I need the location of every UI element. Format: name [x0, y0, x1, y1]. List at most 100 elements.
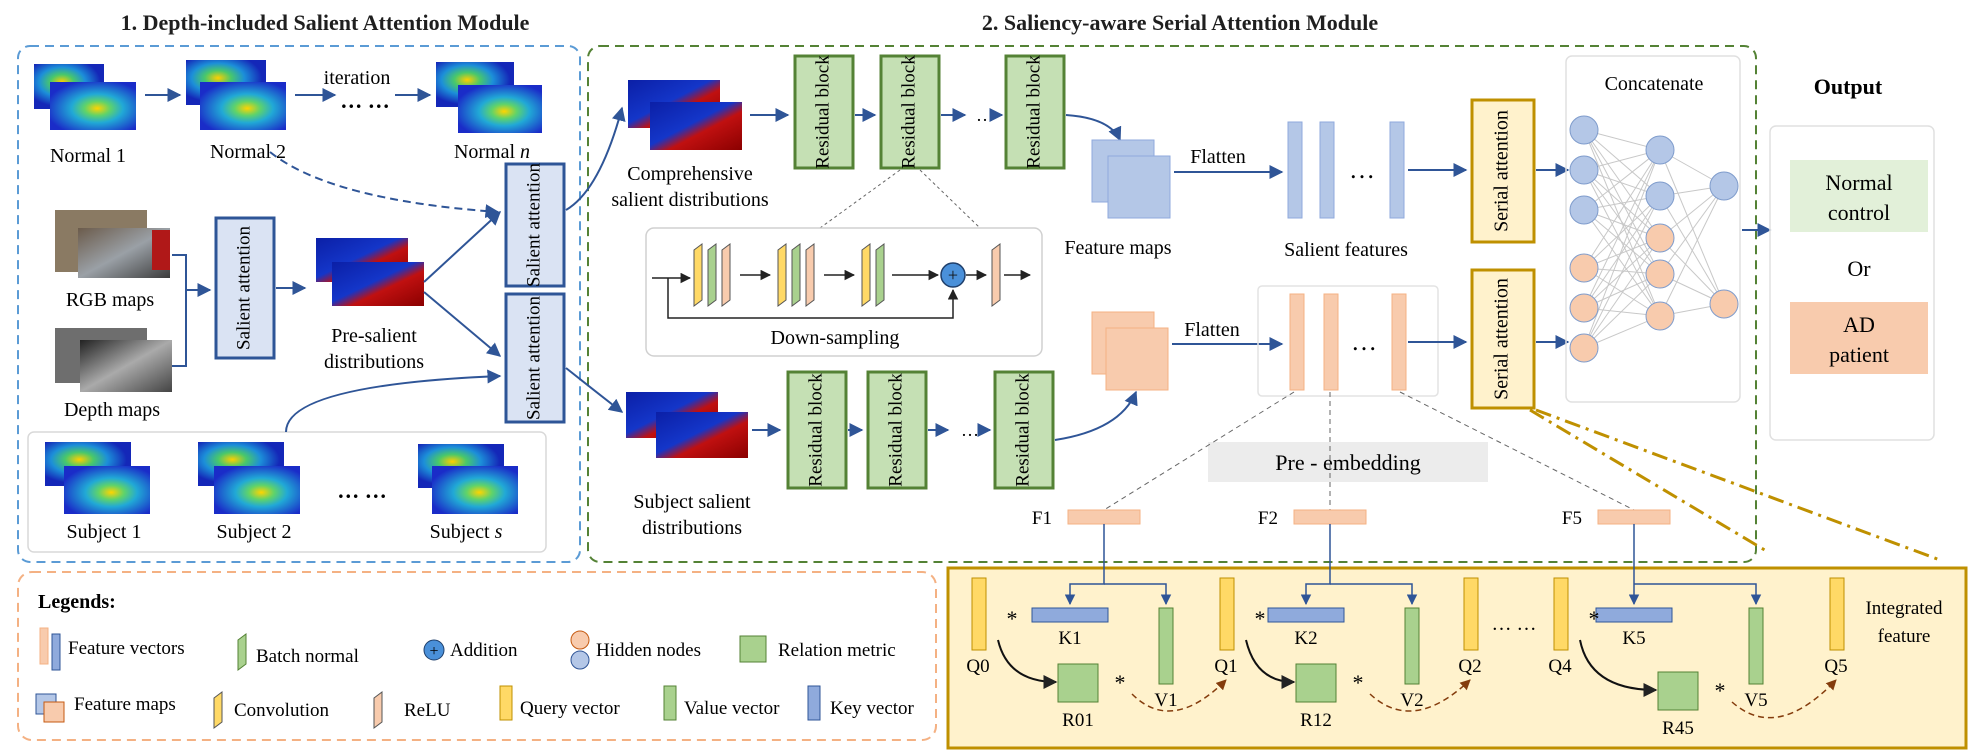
multiply-symbol: * [1353, 670, 1364, 695]
subjects-dots: … … [337, 478, 387, 503]
legend-batch-normal: Batch normal [256, 646, 359, 667]
label-depth: Depth maps [64, 399, 160, 421]
label-f: F5 [1562, 508, 1582, 529]
multiply-symbol: * [1589, 606, 1600, 631]
residual-label-top-3: Residual block [1023, 55, 1044, 169]
nn-edge [1659, 185, 1725, 275]
nn-edge [1583, 195, 1661, 309]
label-k: K5 [1622, 628, 1645, 649]
nn-edge [1659, 149, 1725, 305]
zoom-line-2 [1535, 408, 1941, 562]
label-iteration: iteration [324, 67, 391, 89]
hidden-node [1569, 253, 1599, 283]
label-downsampling: Down-sampling [771, 327, 900, 349]
nn-edge [1583, 129, 1661, 197]
multiply-symbol: * [1007, 606, 1018, 631]
nn-edge [1583, 129, 1661, 239]
hidden-node-icon [570, 650, 590, 670]
salient-dots-bottom: … [1351, 327, 1377, 356]
nn-edge [1583, 169, 1661, 317]
arrow-q-r [997, 639, 1058, 689]
heatmap-normaln [436, 62, 542, 133]
pre-embed-guide-1 [1103, 391, 1295, 511]
hidden-node [1709, 289, 1739, 319]
label-r: R01 [1062, 710, 1094, 731]
legend-key-vector: Key vector [830, 698, 915, 719]
nn-edge [1583, 209, 1661, 275]
label-subject2: Subject 2 [217, 521, 292, 543]
arrow-bres3-featuremaps [1054, 390, 1138, 441]
residual-label-top-2: Residual block [898, 55, 919, 169]
hidden-node [1645, 223, 1675, 253]
feature-vectors-icon [39, 627, 49, 665]
nn-edge [1583, 267, 1661, 317]
label-ad-1: AD [1843, 312, 1875, 337]
module1-box [17, 45, 581, 563]
module2-title: 2. Saliency-aware Serial Attention Modul… [982, 10, 1378, 35]
pre-embed-guide-3 [1399, 391, 1635, 511]
label-v: V5 [1744, 690, 1767, 711]
arrow-f-v [1104, 583, 1172, 606]
svg-text:+: + [948, 265, 958, 285]
detail-dots: … … [1492, 613, 1537, 635]
normal-control-box [1790, 160, 1928, 232]
arrow-res3-featuremaps [1065, 114, 1122, 142]
arrow-subjects-to-sa3 [285, 369, 502, 433]
residual-label-top-1: Residual block [812, 55, 833, 169]
arrow-q-r [1579, 639, 1658, 697]
legend-feature-maps: Feature maps [74, 694, 176, 715]
arrow-sa2-to-comp [565, 106, 626, 211]
relation-metric [1057, 663, 1099, 703]
residual-block-top-2 [879, 54, 941, 170]
feature-maps-top [1091, 139, 1171, 219]
salient-dots-top: … [1349, 155, 1375, 184]
bracket-rgb-depth [172, 254, 210, 367]
hidden-node [1569, 333, 1599, 363]
legend-addition: Addition [450, 640, 518, 661]
key-vector [1031, 607, 1109, 623]
query-vector [1219, 577, 1235, 651]
heatmap-subject1 [45, 442, 150, 514]
serial-detail-box [946, 566, 1968, 750]
salient-attention-box-1 [214, 216, 276, 360]
legend-convolution: Convolution [234, 700, 330, 721]
label-r: R45 [1662, 718, 1694, 739]
label-normal-control-2: control [1828, 200, 1890, 225]
dashed-normal2-to-attention [269, 151, 500, 219]
serial-attention-label-1: Serial attention [1491, 110, 1513, 232]
label-subjects: Subject s [430, 521, 503, 543]
serial-attention-box-1 [1470, 98, 1536, 244]
arrow-pre-to-sa2 [423, 211, 502, 283]
convolution-icon [213, 691, 223, 729]
label-k: K1 [1058, 628, 1081, 649]
label-flatten-bottom: Flatten [1184, 319, 1240, 341]
hidden-node [1569, 115, 1599, 145]
label-normaln: Normal n [454, 141, 530, 163]
label-presalient-2: distributions [324, 351, 424, 373]
downsample-guide-1 [819, 169, 901, 229]
rgb-maps-image [55, 210, 170, 278]
downsample-guide-2 [919, 169, 981, 229]
label-integrated-1: Integrated [1865, 598, 1943, 619]
key-vector-icon [807, 685, 821, 721]
legend-title: Legends: [38, 591, 116, 613]
label-q: Q0 [966, 656, 989, 677]
bottom-dots: … [961, 420, 979, 440]
pre-embed-vector [1067, 509, 1141, 525]
arrow-q-r [1245, 639, 1296, 689]
arrow-f-k [1064, 524, 1105, 606]
concatenate-box [1565, 55, 1741, 403]
hidden-node-icon [570, 630, 590, 650]
value-vector [1748, 607, 1764, 685]
legend-relu: ReLU [404, 700, 451, 721]
batch-normal-icon [237, 633, 247, 671]
iteration-dots: … … [340, 88, 390, 113]
legend-feature-vectors: Feature vectors [68, 638, 185, 659]
label-flatten-top: Flatten [1190, 146, 1246, 168]
salient-attention-label-2: Salient attention [523, 163, 544, 288]
label-q: Q4 [1548, 656, 1572, 677]
residual-label-bot-2: Residual block [885, 373, 906, 487]
salient-attention-label-1: Salient attention [233, 226, 254, 351]
label-subj-2: distributions [642, 517, 742, 539]
legend-value-vector: Value vector [684, 698, 780, 719]
